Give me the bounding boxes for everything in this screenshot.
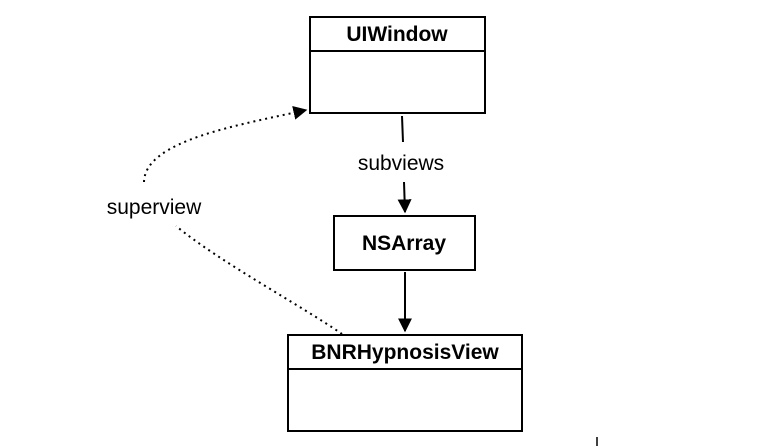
nsarray-box: NSArray [333, 215, 476, 271]
superview-arrow [143, 105, 343, 335]
hypnosis-view-class-box: BNRHypnosisView [287, 334, 523, 432]
nsarray-class-name: NSArray [362, 232, 446, 255]
uiwindow-class-name: UIWindow [346, 23, 448, 46]
uiwindow-class-box: UIWindow [309, 16, 486, 114]
subviews-label: subviews [358, 152, 444, 175]
subviews-arrow [397, 115, 412, 214]
hypnosis-view-class-name: BNRHypnosisView [311, 341, 499, 364]
superview-label: superview [107, 196, 202, 219]
